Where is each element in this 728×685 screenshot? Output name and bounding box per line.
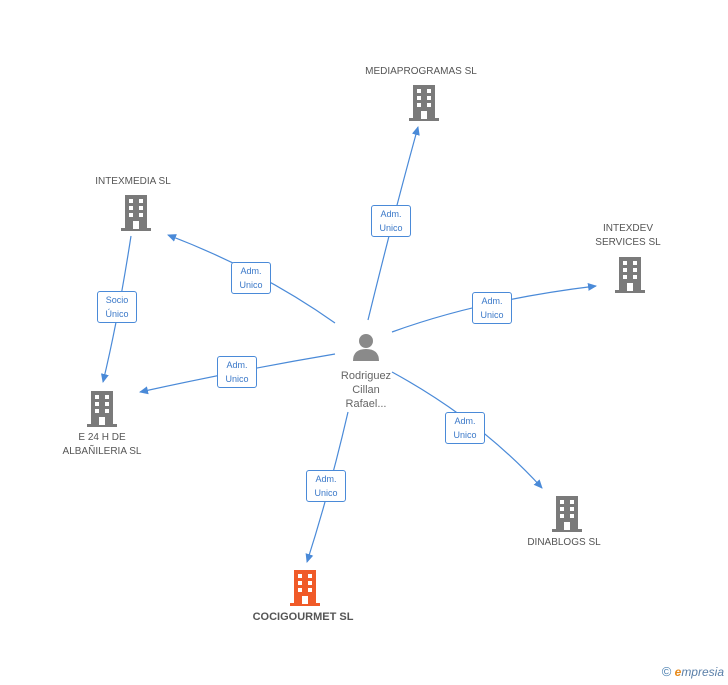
relation-label-e24h[interactable]: Adm.Unico (217, 356, 257, 388)
person-icon[interactable] (350, 332, 382, 362)
company-label-intexmedia[interactable]: INTEXMEDIA SL (95, 176, 171, 187)
building-icon[interactable] (408, 85, 440, 121)
relation-label-cocigourmet[interactable]: Adm.Unico (306, 470, 346, 502)
brand-footer[interactable]: © empresia (662, 664, 724, 679)
company-label-mediaprogramas[interactable]: MEDIAPROGRAMAS SL (365, 66, 477, 77)
brand-name: mpresia (681, 665, 724, 679)
building-icon[interactable] (551, 496, 583, 532)
building-icon[interactable] (120, 195, 152, 231)
relation-label-intexmedia[interactable]: Adm.Unico (231, 262, 271, 294)
company-label-dinablogs[interactable]: DINABLOGS SL (527, 537, 601, 548)
brand-initial: e (674, 665, 682, 679)
company-label-intexdev[interactable]: INTEXDEV SERVICES SL (595, 223, 661, 248)
relation-label-dinablogs[interactable]: Adm.Unico (445, 412, 485, 444)
company-label-e24h[interactable]: E 24 H DE ALBAÑILERIA SL (62, 432, 142, 457)
building-icon[interactable] (86, 391, 118, 427)
building-icon[interactable] (614, 257, 646, 293)
relation-label-intexdev[interactable]: Adm.Unico (472, 292, 512, 324)
relation-label-mediaprogramas[interactable]: Adm.Unico (371, 205, 411, 237)
building-icon[interactable] (289, 570, 321, 606)
person-label[interactable]: Rodriguez Cillan Rafael... (340, 370, 392, 410)
copyright-icon: © (661, 664, 672, 679)
company-label-cocigourmet[interactable]: COCIGOURMET SL (252, 611, 354, 623)
